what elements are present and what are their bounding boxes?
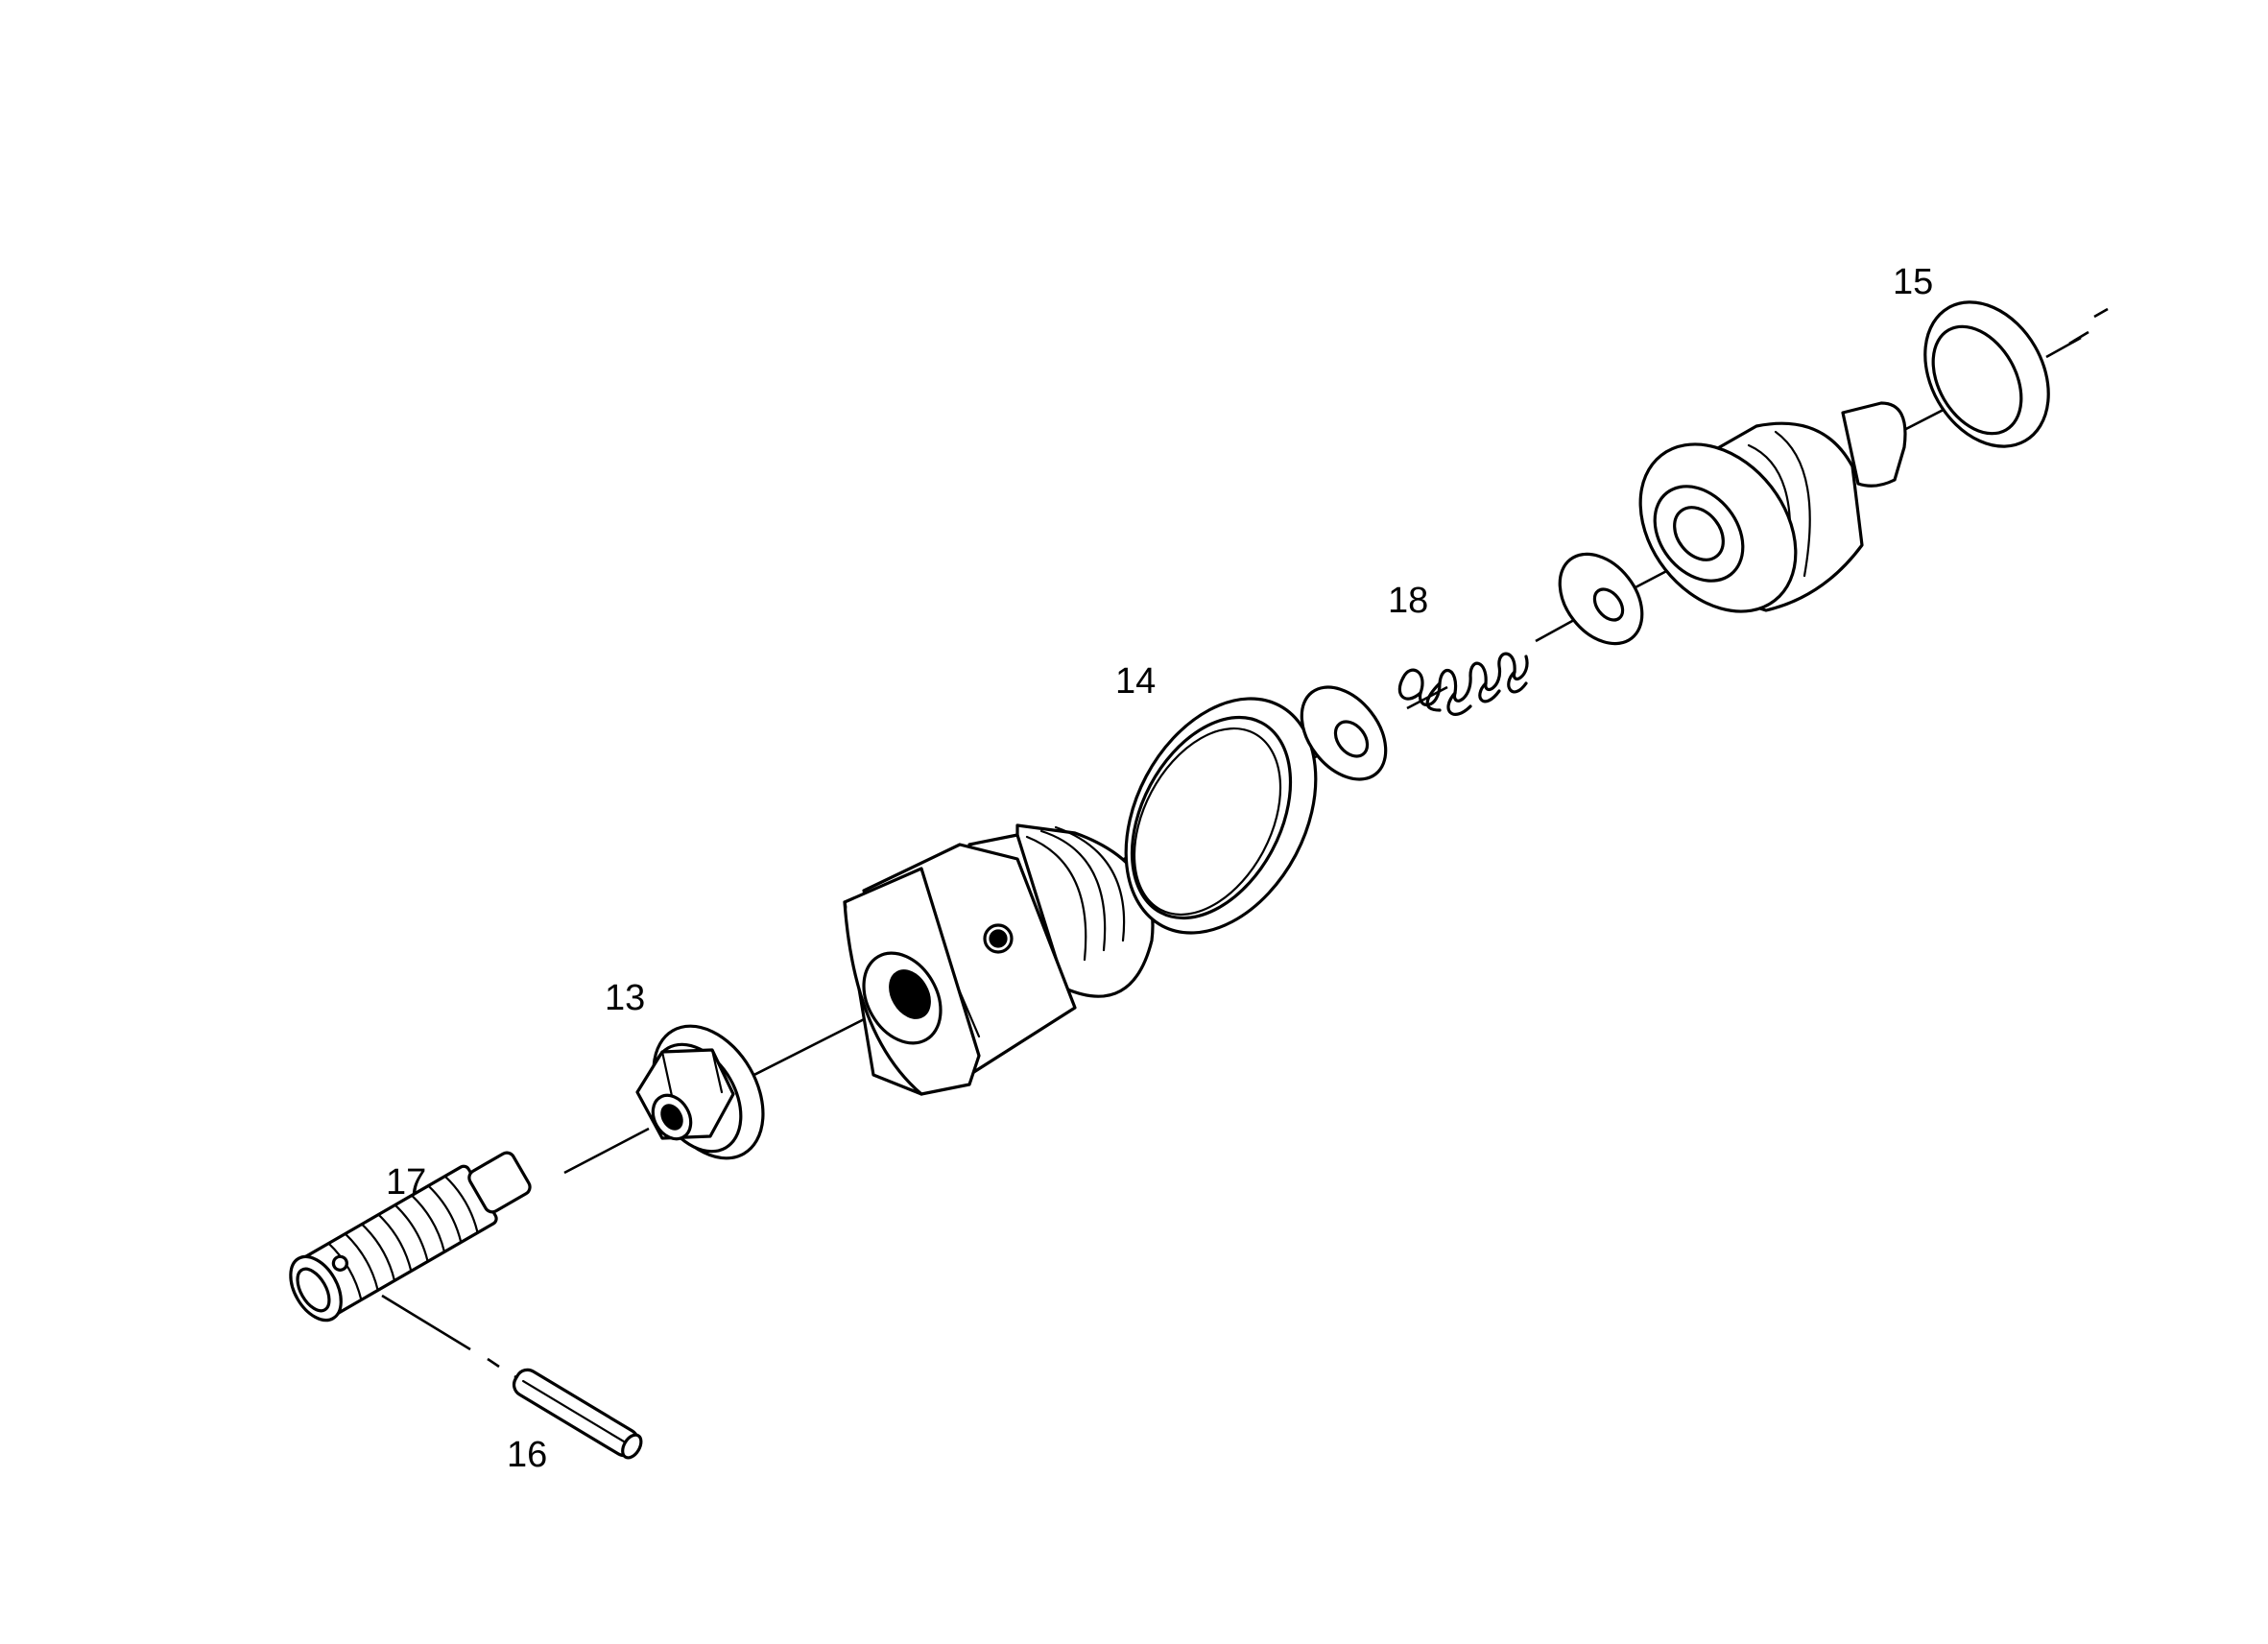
compression-spring — [1397, 652, 1529, 716]
small-washer — [1300, 685, 1388, 781]
callout-16: 16 — [507, 1435, 547, 1475]
valve-body — [843, 823, 1155, 1096]
callout-labels: 13 14 15 16 17 18 — [386, 262, 1933, 1475]
end-seal-ring — [1923, 300, 2050, 448]
callout-18: 18 — [1388, 581, 1428, 621]
callout-14: 14 — [1115, 661, 1156, 702]
flange-nut — [635, 1024, 765, 1160]
spring-washer — [1558, 552, 1644, 646]
valve-seat-body — [1638, 401, 1907, 613]
threaded-adjuster-pin — [289, 1151, 532, 1322]
large-seal-ring — [1124, 697, 1318, 935]
roll-pin — [512, 1368, 643, 1460]
callout-15: 15 — [1893, 262, 1933, 302]
callout-17: 17 — [386, 1162, 426, 1203]
callout-13: 13 — [605, 978, 645, 1018]
